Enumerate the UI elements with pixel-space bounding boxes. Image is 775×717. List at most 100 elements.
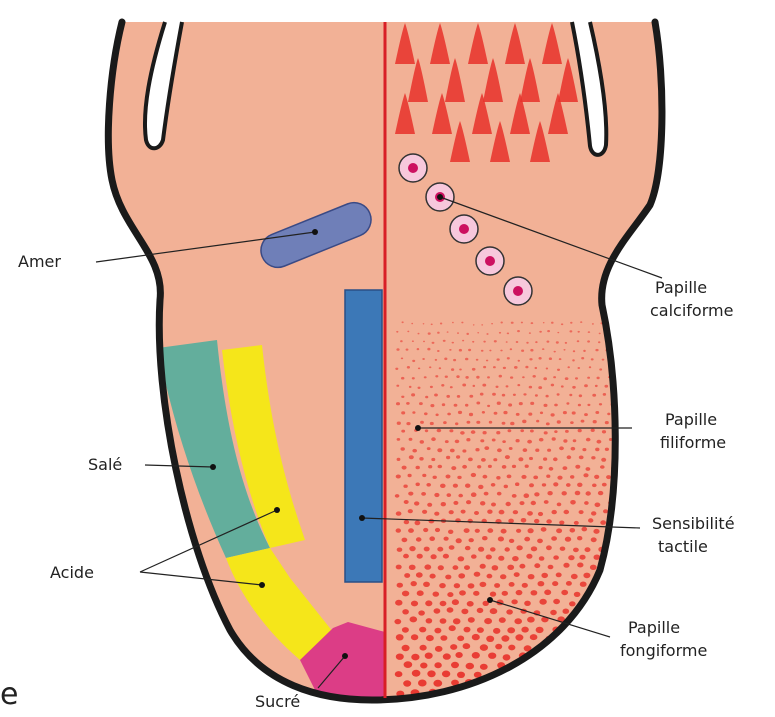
filiforme-papilla [475,688,484,695]
filiforme-papilla [449,545,455,550]
filiforme-papilla [412,360,415,362]
filiforme-papilla [445,376,448,378]
filiforme-papilla [450,644,457,650]
filiforme-papilla [404,661,413,668]
filiforme-papilla [473,385,476,387]
filiforme-papilla [584,413,588,416]
filiforme-papilla [539,331,542,333]
filiforme-papilla [416,572,423,577]
filiforme-papilla [434,628,441,634]
filiforme-papilla [483,431,487,434]
filiforme-papilla [402,609,409,614]
filiforme-papilla [602,483,607,487]
filiforme-papilla [544,500,549,504]
papille-filiforme-label-2: filiforme [660,433,726,452]
filiforme-papilla [611,324,613,326]
filiforme-papilla [547,491,552,495]
filiforme-papilla [529,457,533,460]
filiforme-papilla [573,439,577,442]
filiforme-papilla [572,386,576,389]
filiforme-papilla [564,349,566,351]
filiforme-papilla [591,429,595,432]
filiforme-papilla [447,493,452,497]
calciforme-papilla-core [459,224,469,234]
filiforme-papilla [598,672,606,678]
filiforme-papilla [597,377,600,380]
filiforme-papilla [486,333,488,335]
filiforme-papilla [530,430,534,433]
filiforme-papilla [543,457,547,460]
filiforme-papilla [526,342,528,344]
filiforme-papilla [430,574,436,579]
filiforme-papilla [503,654,511,660]
filiforme-papilla [582,527,588,532]
filiforme-papilla [563,411,567,414]
filiforme-papilla [458,494,463,498]
filiforme-papilla [468,583,475,588]
filiforme-papilla [587,340,590,342]
filiforme-papilla [481,324,483,325]
filiforme-papilla [433,592,440,597]
filiforme-papilla [487,510,492,514]
filiforme-papilla [515,482,519,486]
filiforme-papilla [542,483,546,486]
filiforme-papilla [537,672,545,678]
filiforme-papilla [585,645,592,651]
filiforme-papilla [396,634,404,640]
filiforme-papilla [591,608,599,614]
filiforme-papilla [440,323,442,325]
filiforme-papilla [397,458,401,461]
filiforme-papilla [473,324,475,325]
filiforme-papilla [421,492,426,496]
filiforme-papilla [551,322,554,324]
filiforme-papilla [536,627,544,633]
fongiforme-dot [487,597,493,603]
filiforme-papilla [478,547,484,552]
filiforme-papilla [592,680,600,687]
filiforme-papilla [411,634,418,640]
filiforme-papilla [582,448,586,451]
filiforme-papilla [430,422,434,425]
filiforme-papilla [557,662,565,668]
filiforme-papilla [461,609,468,615]
filiforme-papilla [395,600,402,606]
filiforme-papilla [407,366,410,369]
filiforme-papilla [528,528,534,533]
filiforme-papilla [524,601,531,606]
filiforme-papilla [516,413,520,416]
filiforme-papilla [573,350,575,352]
filiforme-papilla [529,358,532,360]
calciforme-papilla-core [408,163,418,173]
filiforme-papilla [483,366,486,368]
filiforme-papilla [598,341,600,343]
filiforme-papilla [418,387,421,389]
filiforme-papilla [418,368,420,370]
filiforme-papilla [512,556,519,561]
filiforme-papilla [469,413,473,416]
filiforme-papilla [512,465,516,468]
filiforme-papilla [584,501,589,505]
filiforme-papilla [544,404,548,407]
filiforme-papilla [416,537,422,541]
filiforme-papilla [534,519,539,523]
filiforme-papilla [486,555,492,560]
filiforme-papilla [440,635,447,641]
filiforme-papilla [401,430,405,433]
filiforme-papilla [427,503,432,507]
filiforme-papilla [566,402,569,404]
filiforme-papilla [527,617,535,623]
filiforme-papilla [401,358,403,360]
filiforme-papilla [412,670,421,677]
filiforme-papilla [600,465,605,469]
filiforme-papilla [517,330,520,332]
filiforme-papilla [530,634,538,640]
filiforme-papilla [597,440,602,444]
filiforme-papilla [551,536,557,541]
filiforme-papilla [431,458,435,461]
filiforme-papilla [477,608,484,613]
filiforme-papilla [437,350,440,352]
sale-dot [210,464,216,470]
filiforme-papilla [471,473,476,477]
filiforme-papilla [401,411,405,414]
filiforme-papilla [579,510,584,514]
